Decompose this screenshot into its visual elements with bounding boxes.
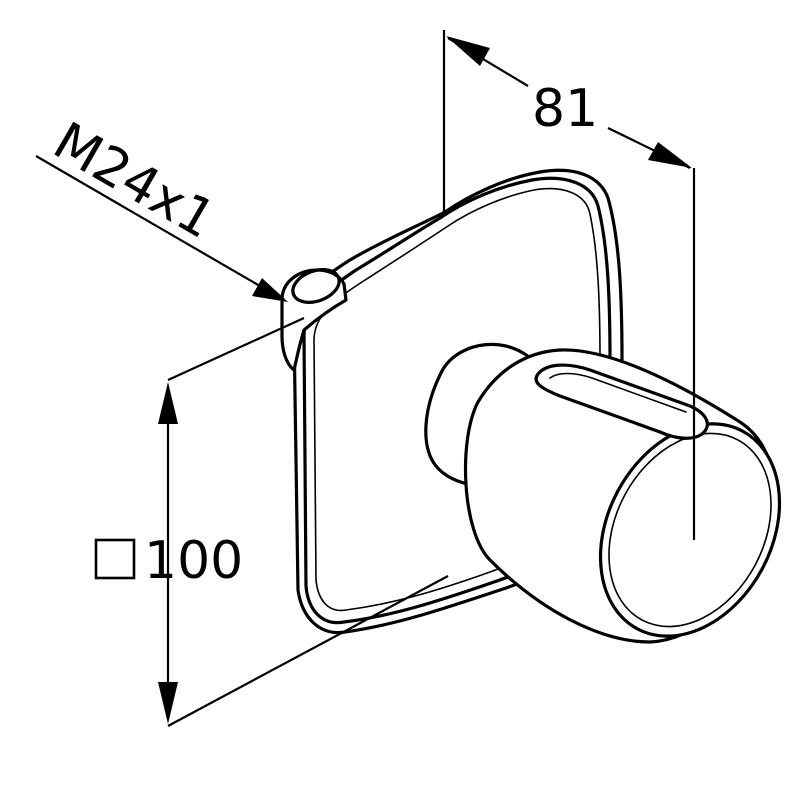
depth-arrow-left (446, 36, 490, 66)
plate-arrow-bottom (158, 682, 178, 724)
plate-extension-top (167, 316, 305, 382)
dimension-thread: M24x1 (35, 111, 288, 302)
dimension-plate-size: 100 (94, 316, 449, 727)
knob-front-face (598, 422, 782, 638)
handle-knob (424, 342, 782, 644)
depth-arrow-right (648, 142, 692, 168)
plate-arrow-top (158, 382, 178, 424)
thread-label: M24x1 (44, 111, 225, 250)
thread-end (291, 268, 341, 304)
thread-leader-arrow (252, 278, 288, 302)
dimension-depth: 81 (442, 30, 696, 540)
thread-connector (280, 268, 348, 372)
knob-grip-slot (534, 363, 709, 440)
plate-extension-bottom (167, 575, 449, 727)
knob-front-rim (608, 432, 772, 628)
square-symbol-icon (94, 538, 136, 580)
depth-label: 81 (532, 79, 598, 139)
thread-leader-line (35, 155, 285, 301)
plate-size-label: 100 (144, 531, 243, 591)
knob-grip-slot-inner (549, 372, 687, 413)
